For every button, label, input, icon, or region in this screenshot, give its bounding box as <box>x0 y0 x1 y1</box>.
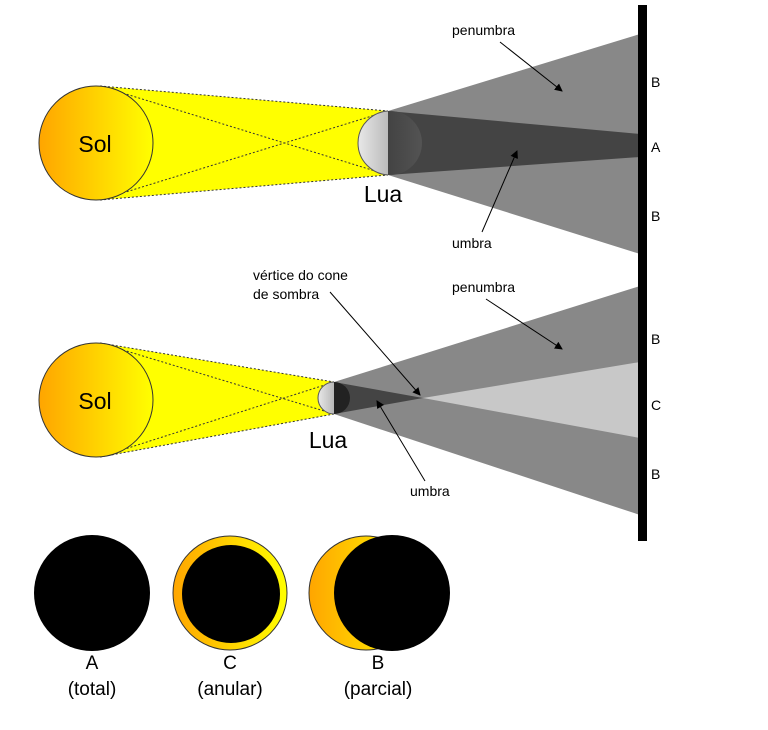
umbra-label: umbra <box>410 483 450 499</box>
umbra-label: umbra <box>452 235 492 251</box>
moon-label: Lua <box>309 427 348 453</box>
penumbra-arrow <box>499 41 563 92</box>
sun <box>38 85 154 201</box>
penumbra-label: penumbra <box>452 279 515 295</box>
eclipse-type-annular: C (anular) <box>172 535 288 700</box>
umbra-region <box>334 382 423 414</box>
moon <box>357 110 422 176</box>
sun <box>38 342 154 458</box>
sun-label: Sol <box>78 131 111 157</box>
eclipse-letter: A <box>86 653 99 674</box>
vertex-label: vértice do cone <box>253 267 348 283</box>
vertex-arrow <box>329 291 421 396</box>
sunlight-beam <box>100 86 388 200</box>
eclipse-letter: C <box>223 653 237 674</box>
moon-disk <box>334 535 450 651</box>
screen-label-a: A <box>651 139 661 155</box>
annular-eclipse-geometry: Sol Lua vértice do cone de sombra penumb… <box>38 267 661 515</box>
screen-label-c: C <box>651 397 661 413</box>
antumbra-region <box>423 362 640 438</box>
moon-label: Lua <box>364 181 403 207</box>
eclipse-name: (anular) <box>197 679 262 700</box>
total-eclipse-geometry: Sol Lua penumbra umbra B A B <box>38 22 661 254</box>
sun-label: Sol <box>78 388 111 414</box>
sunlight-beam <box>100 343 334 457</box>
moon <box>317 381 350 415</box>
screen-label-b: B <box>651 331 660 347</box>
eclipse-name: (total) <box>68 679 117 700</box>
eclipse-name: (parcial) <box>344 679 413 700</box>
umbra-arrow <box>481 150 518 233</box>
umbra-region <box>388 111 640 175</box>
penumbra-label: penumbra <box>452 22 515 38</box>
moon-disk <box>182 545 280 643</box>
eclipse-type-partial: B (parcial) <box>308 535 450 700</box>
umbra-arrow <box>376 400 426 482</box>
moon-disk <box>34 535 150 651</box>
earth-screen <box>638 5 647 541</box>
screen-label-b: B <box>651 208 660 224</box>
vertex-label: de sombra <box>253 286 319 302</box>
screen-label-b: B <box>651 74 660 90</box>
eclipse-type-total: A (total) <box>34 535 150 700</box>
screen-label-b: B <box>651 466 660 482</box>
eclipse-letter: B <box>372 653 385 674</box>
penumbra-arrow <box>485 298 563 350</box>
